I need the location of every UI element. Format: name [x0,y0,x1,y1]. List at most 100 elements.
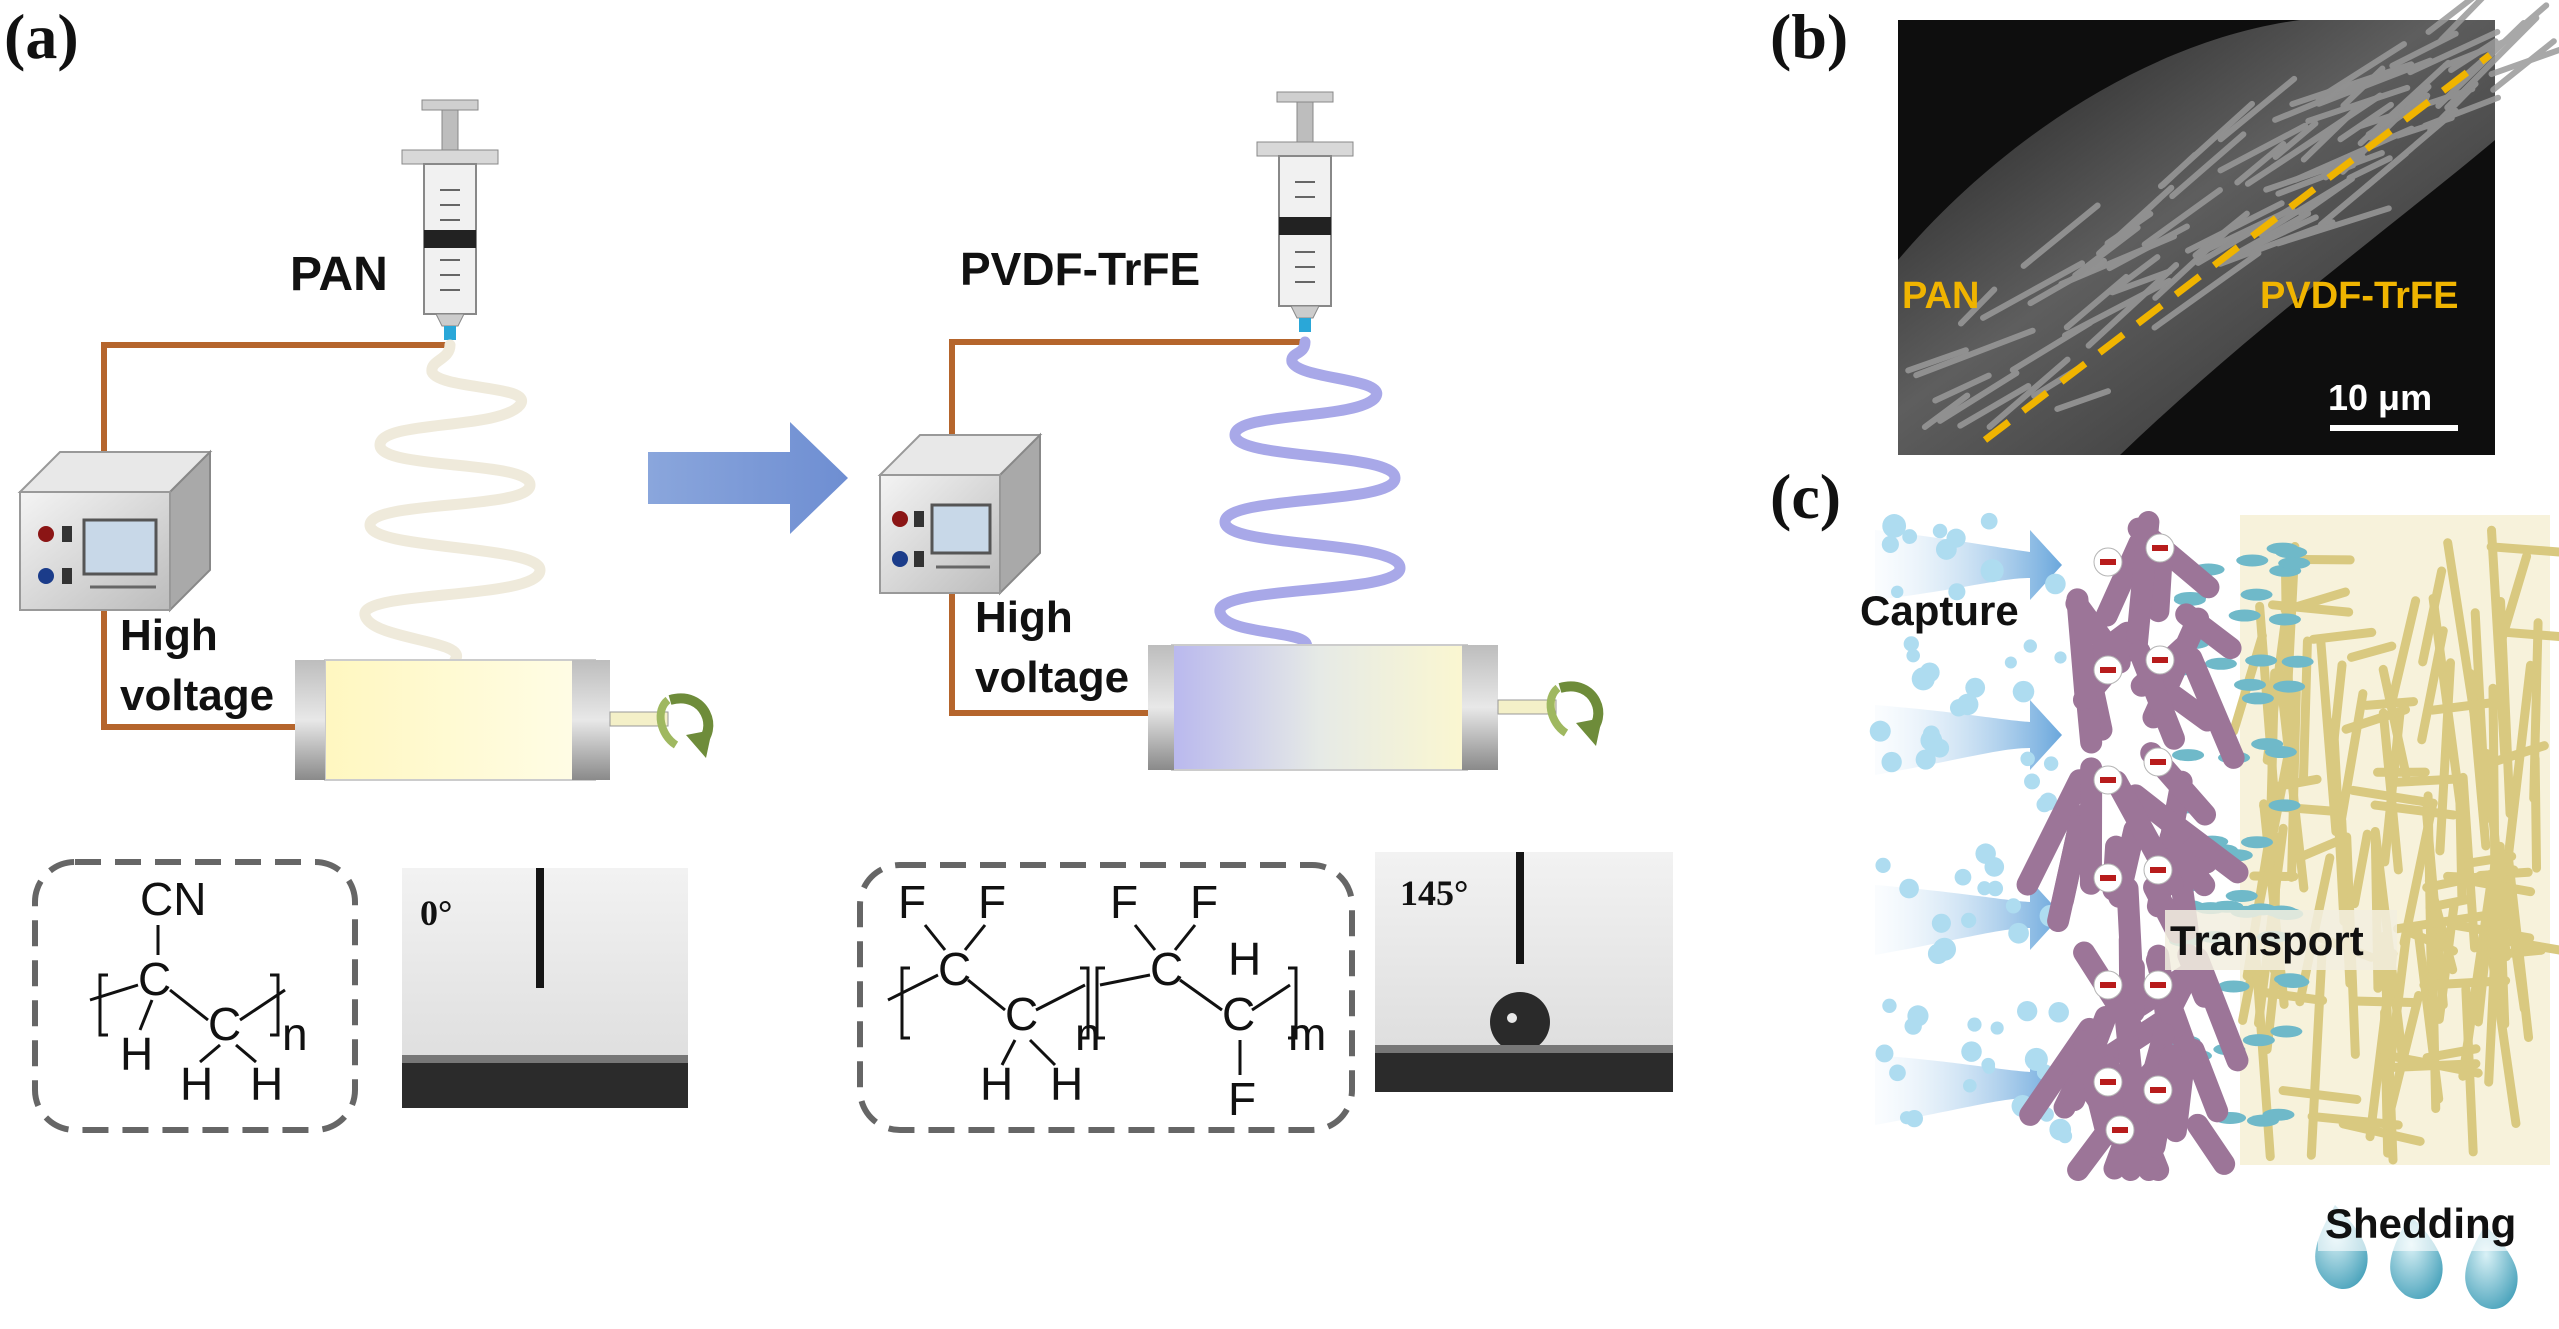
negative-charge-icon [2093,765,2123,795]
water-droplet [2242,1034,2275,1047]
sem-fiber [1921,392,1971,431]
sem-left-label: PAN [1902,275,1979,317]
hydrophobic-fiber [2530,753,2542,873]
hydrophobic-fiber [2316,638,2341,837]
chem-text: CN [140,873,206,925]
sem-fiber [2072,224,2141,279]
pan-structure: CN C C H H H n [32,859,358,1133]
aerosol-droplet [2020,751,2035,767]
hydrophilic-fiber [2180,647,2245,769]
hydrophobic-fiber [2361,697,2419,710]
syringe-icon [1256,91,1354,332]
aerosol-droplet [1875,1044,1894,1063]
hydrophilic-fiber [2016,769,2091,896]
aerosol-droplet [1904,1017,1922,1035]
aerosol-droplet [2004,656,2017,669]
aerosol-droplet [2024,773,2040,790]
pvdf-trfe-structure: F F F F C C C C H H H F n m [857,862,1355,1133]
aerosol-droplet [1922,725,1940,743]
hydrophobic-fiber [2427,698,2499,715]
left-hv-line1: High [120,611,218,660]
chem-text: C [1222,988,1255,1040]
chem-text: H [1228,933,1261,985]
water-droplet [2268,613,2301,626]
contact-angle-value: 145° [1400,873,1468,913]
chem-text: H [180,1058,213,1110]
chem-text: H [250,1058,283,1110]
left-collector-drum [295,659,669,781]
transport-schematic: Capture Transport Shedding [1860,511,2559,1310]
hydrophobic-fiber [2341,705,2411,734]
left-electrospinning-setup: PAN High voltage [17,99,714,781]
aerosol-droplet [1984,857,2005,877]
hydrophobic-fiber [2387,774,2467,788]
negative-charge-icon [2145,645,2175,675]
aerosol-droplet [1903,636,1919,652]
sem-fiber [2096,184,2175,257]
water-droplet [2270,1025,2303,1038]
sem-fiber [1905,347,1969,374]
aerosol-droplet [1946,528,1966,548]
negative-charge-icon [2093,1067,2123,1097]
water-droplet [2262,1108,2295,1121]
rotation-arrow-icon [1546,681,1604,746]
hydrophobic-fiber [2495,935,2559,955]
aerosol-droplet [2054,651,2067,664]
water-droplet [2273,680,2306,693]
left-polymer-label: PAN [290,248,388,301]
pan-fiber-jet [359,339,546,666]
chem-text: F [898,876,926,928]
sem-fiber [2438,0,2485,44]
hydrophobic-fiber [2349,996,2417,1008]
aerosol-droplet [1987,880,2004,897]
water-droplet [2241,692,2274,705]
hydrophobic-fiber [2348,785,2438,808]
water-droplet [2275,546,2308,559]
hydrophobic-fiber [2486,542,2559,557]
aerosol-droplet [1889,1064,1906,1082]
sem-fiber [1957,286,1998,327]
water-droplet [2281,655,2314,668]
sem-fiber [2407,28,2501,76]
left-hv-line2: voltage [120,671,274,720]
sem-fiber [2234,140,2287,186]
aerosol-droplet [1977,881,1992,896]
aerosol-droplet [1915,749,1936,770]
water-droplet [2274,973,2307,986]
aerosol-droplet [1905,1109,1923,1128]
water-droplet [2264,746,2297,759]
aerosol-droplet [2017,1000,2038,1022]
aerosol-droplet [1948,583,1966,601]
hydrophobic-fiber [2349,829,2372,909]
process-arrow-icon [648,422,848,534]
chem-text: F [1228,1073,1256,1125]
hydrophobic-fiber [2335,689,2368,830]
aerosol-droplet [1956,693,1979,716]
aerosol-droplet [2023,639,2037,653]
wire [949,339,1305,440]
hydrophobic-fiber [2488,683,2500,932]
rotation-arrow-icon [656,693,714,758]
hydrophobic-fiber [2467,851,2517,868]
hydrophilic-fiber [2125,511,2160,663]
sem-fiber [2109,268,2173,296]
aerosol-droplet [1967,1017,1982,1032]
sem-fiber [2488,46,2559,78]
sem-fiber [2217,122,2309,174]
power-supply-icon [877,432,1043,596]
aerosol-droplet [1875,857,1891,874]
aerosol-droplet [1891,585,1904,599]
negative-charge-icon [2093,970,2123,1000]
hydrophobic-fiber [2487,525,2510,760]
sem-fiber [1937,370,2020,424]
power-supply-icon [17,449,213,613]
negative-charge-icon [2143,747,2173,777]
water-droplet [2174,591,2207,604]
aerosol-droplet [1919,662,1940,683]
aerosol-droplet [1869,720,1891,742]
sem-fiber [1957,383,2032,429]
hydrophilic-fiber [2167,842,2216,897]
water-droplet [2240,588,2273,601]
aerosol-droplet [1927,943,1949,964]
